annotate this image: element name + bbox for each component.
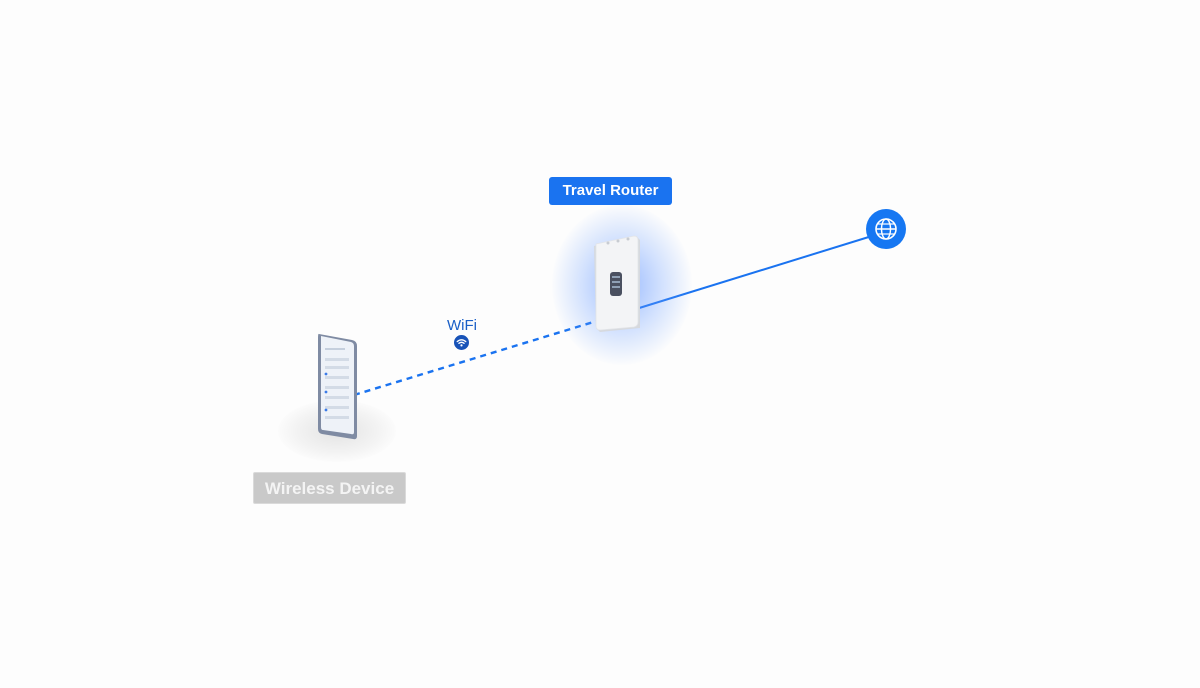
router-device: [594, 235, 640, 332]
phone-device: [318, 333, 357, 440]
wireless-device-label: Wireless Device: [253, 472, 406, 504]
wifi-label: WiFi: [447, 317, 477, 334]
router-label: Travel Router: [549, 177, 672, 205]
wifi-link: [353, 318, 601, 397]
globe-icon: [866, 209, 906, 249]
wifi-icon: [454, 335, 469, 350]
